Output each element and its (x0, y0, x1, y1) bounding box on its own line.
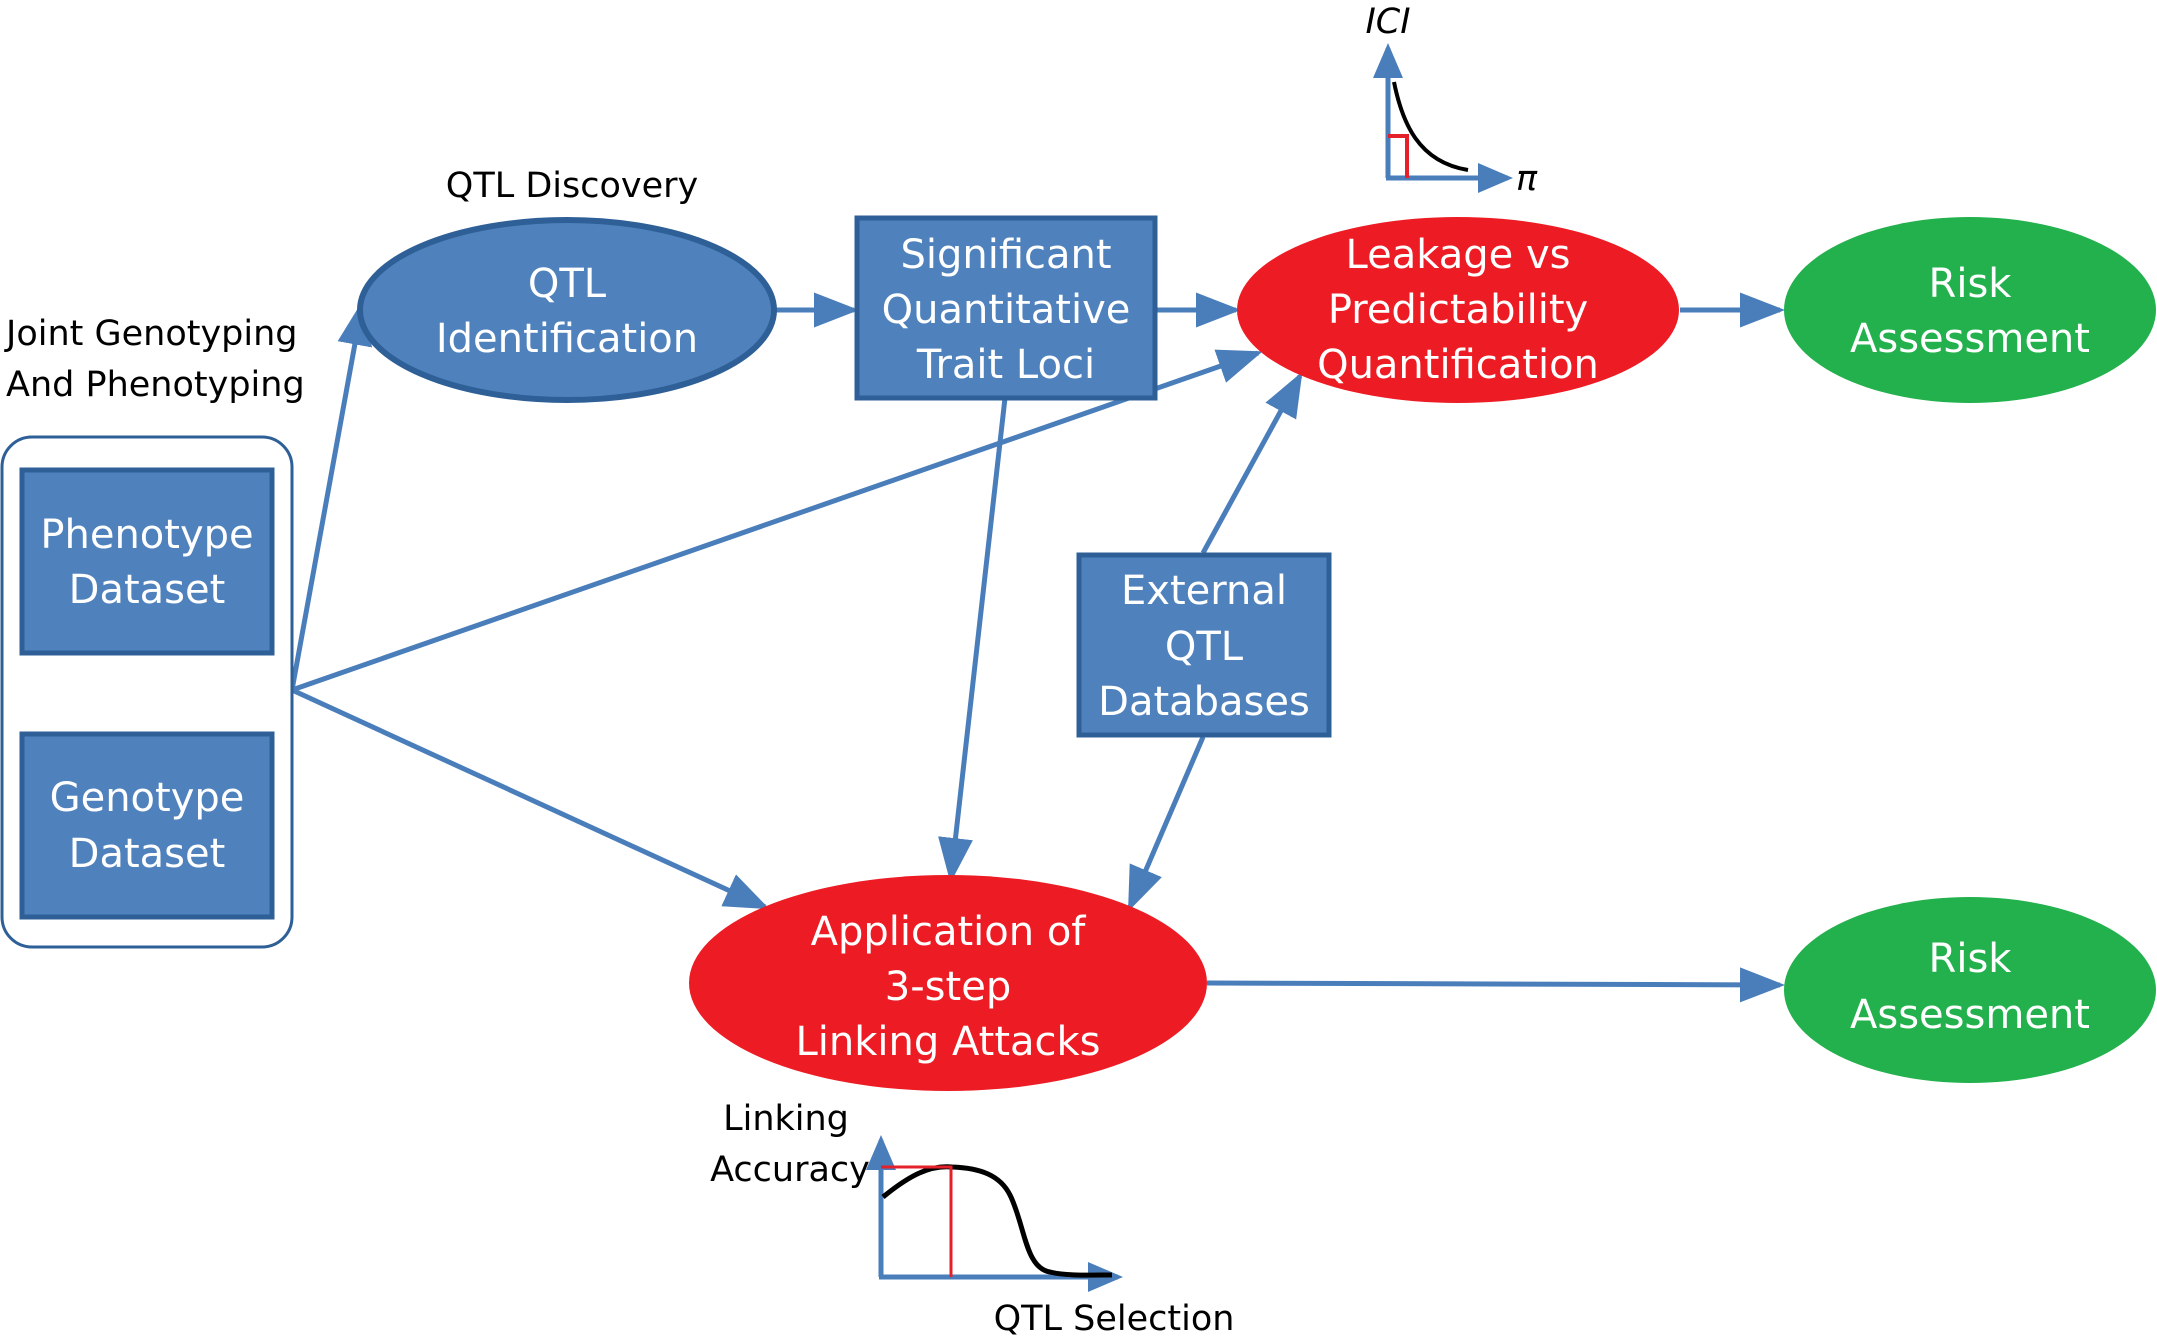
risk-bottom-line1: Risk (1929, 936, 2013, 982)
significant-line3: Trait Loci (916, 342, 1095, 388)
ici-plot-curve (1392, 81, 1469, 172)
genotype-dataset-box[interactable]: Genotype Dataset (19, 731, 275, 920)
external-qtl-databases-box[interactable]: External QTL Databases (1076, 552, 1332, 738)
arrow-significant-to-linking-attacks (938, 397, 1008, 883)
leakage-line1: Leakage vs (1346, 232, 1571, 278)
risk-top-line1: Risk (1929, 261, 2013, 307)
qtl-discovery-label: QTL Discovery (446, 166, 698, 206)
risk-bottom-line2: Assessment (1850, 992, 2090, 1038)
linking-plot-curve (881, 1164, 1113, 1278)
arrow-datasets-to-linking-attacks (290, 687, 770, 910)
linking-accuracy-mini-plot: Linking Accuracy QTL Selection (710, 1099, 1234, 1339)
risk-top-line2: Assessment (1850, 316, 2090, 362)
phenotype-line2: Dataset (69, 567, 226, 613)
genotype-line1: Genotype (50, 775, 245, 821)
joint-label-line1: Joint Genotyping (4, 314, 298, 354)
significant-line1: Significant (900, 232, 1111, 278)
leakage-line2: Predictability (1328, 287, 1588, 333)
external-line3: Databases (1098, 679, 1310, 725)
qtl-identification-line1: QTL (528, 261, 607, 307)
arrow-linking-attacks-to-risk-bottom (1206, 967, 1785, 1003)
ici-plot-xlabel: π (1516, 159, 1538, 199)
significant-line2: Quantitative (882, 287, 1131, 333)
joint-label-line2: And Phenotyping (6, 365, 305, 405)
linking-plot-ylabel-line2: Accuracy (710, 1150, 870, 1190)
genotype-line2: Dataset (69, 831, 226, 877)
ici-mini-plot: ICI π (1365, 2, 1538, 199)
risk-assessment-top-node[interactable]: Risk Assessment (1784, 217, 2156, 403)
linking-line2: 3-step (885, 964, 1011, 1010)
external-line1: External (1121, 568, 1287, 614)
phenotype-line1: Phenotype (40, 512, 253, 558)
linking-plot-ylabel-line1: Linking (723, 1099, 849, 1139)
qtl-identification-line2: Identification (436, 316, 698, 362)
significant-qtl-box[interactable]: Significant Quantitative Trait Loci (854, 215, 1158, 401)
arrow-datasets-to-leakage (291, 349, 1263, 693)
linking-plot-marker (881, 1165, 953, 1277)
qtl-identification-node[interactable]: QTL Identification (357, 217, 777, 403)
phenotype-dataset-box[interactable]: Phenotype Dataset (19, 467, 275, 656)
leakage-node[interactable]: Leakage vs Predictability Quantification (1237, 217, 1679, 403)
external-line2: QTL (1165, 624, 1244, 670)
leakage-line3: Quantification (1317, 342, 1599, 388)
ici-plot-ylabel: ICI (1365, 2, 1410, 42)
arrow-datasets-to-qtl-identification (289, 300, 373, 691)
linking-line3: Linking Attacks (795, 1019, 1100, 1065)
arrow-external-db-to-leakage (1200, 371, 1303, 555)
arrow-external-db-to-linking-attacks (1127, 736, 1206, 912)
risk-assessment-bottom-node[interactable]: Risk Assessment (1784, 897, 2156, 1083)
arrows (289, 292, 1785, 1003)
linking-plot-xlabel: QTL Selection (994, 1299, 1235, 1339)
linking-attacks-node[interactable]: Application of 3-step Linking Attacks (689, 875, 1207, 1091)
linking-line1: Application of (811, 909, 1087, 955)
ici-plot-marker (1388, 134, 1409, 178)
